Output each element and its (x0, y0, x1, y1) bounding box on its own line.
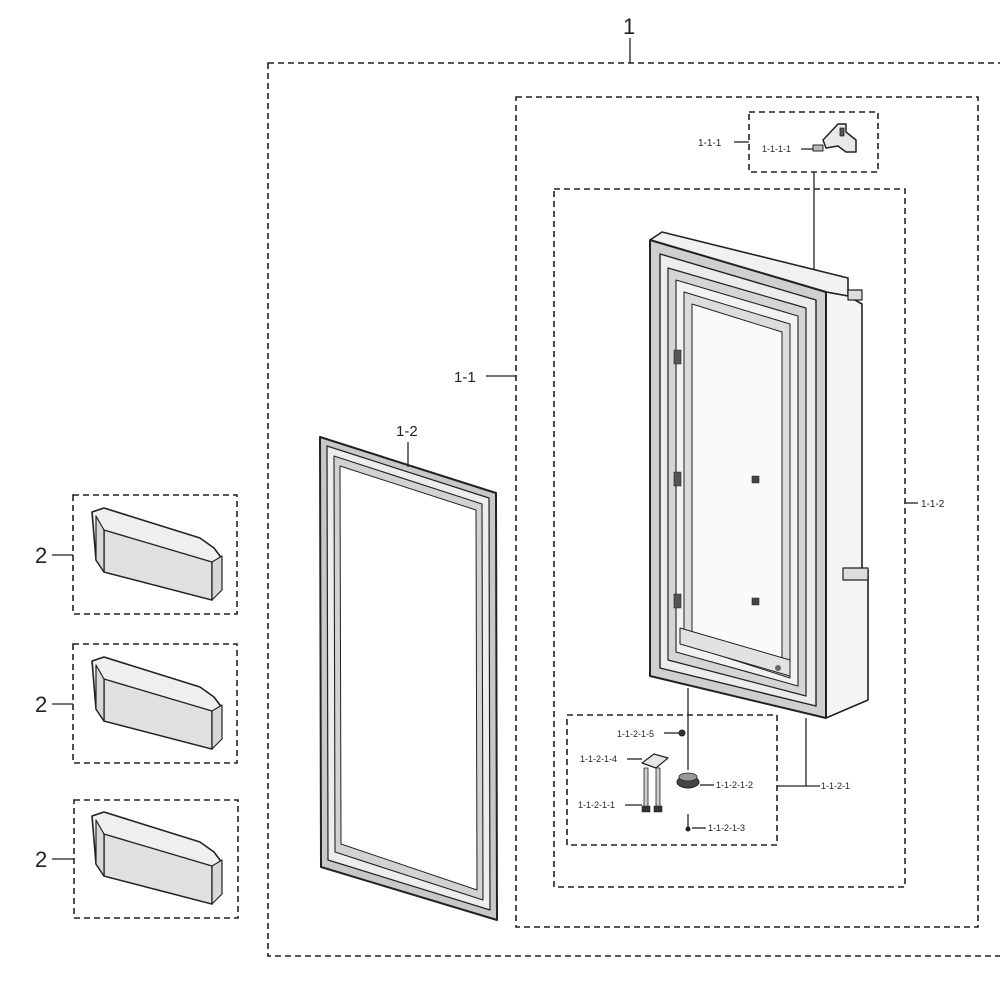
lower-hinge-boundary (566, 714, 778, 846)
label-door-foam: 1-1-2 (921, 499, 945, 510)
door-guard-1: 2 (35, 494, 238, 615)
assembly-boundary (267, 62, 1000, 957)
door-foam-part (649, 231, 869, 719)
label-gasket: 1-2 (396, 423, 418, 440)
gasket-part (319, 436, 498, 921)
upper-hinge-part (812, 123, 857, 153)
label-hinge-screw-lower: 1-1-2-1-3 (708, 823, 745, 833)
label-door-assy: 1-1 (454, 369, 476, 386)
upper-hinge-boundary (748, 111, 879, 173)
label-hinge-pin: 1-1-2-1-5 (617, 729, 654, 739)
label-guard-1: 2 (35, 543, 47, 568)
label-hinge-lower-assy: 1-1-2-1 (821, 781, 850, 791)
label-hinge-cap: 1-1-2-1-2 (716, 780, 753, 790)
label-hinge-upper: 1-1-1 (698, 138, 722, 149)
door-assy-boundary (515, 96, 979, 928)
label-guard-3: 2 (35, 847, 47, 872)
label-hinge-bolt: 1-1-2-1-1 (578, 800, 615, 810)
label-hinge-bracket: 1-1-2-1-4 (580, 754, 617, 764)
lower-hinge-parts (641, 729, 700, 832)
label-hinge-screw: 1-1-1-1 (762, 144, 791, 154)
label-guard-2: 2 (35, 692, 47, 717)
door-guard-3: 2 (35, 799, 239, 919)
door-foam-boundary (553, 188, 906, 888)
label-assembly: 1 (623, 14, 635, 39)
door-guard-2: 2 (35, 643, 238, 764)
